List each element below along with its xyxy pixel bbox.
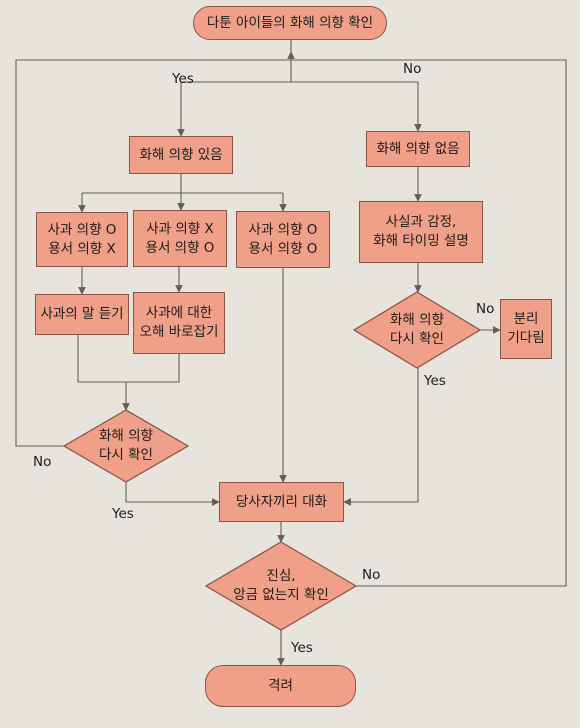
- sincere-no-loop: [291, 59, 567, 587]
- no-label-left: No: [33, 454, 52, 470]
- recheck-right-diamond: [352, 291, 482, 369]
- no-label-top: No: [403, 61, 422, 77]
- decision-shapes: [62, 291, 482, 631]
- split-to-will-no: [291, 81, 422, 132]
- yes-label-right: Yes: [424, 373, 446, 389]
- no-label-bottom: No: [362, 567, 381, 583]
- recheck-left-yes: [125, 482, 220, 506]
- check-sincere-decision: 진심, 앙금 없는지 확인: [233, 568, 329, 603]
- recheck-left-decision: 화해 의향 다시 확인: [99, 428, 153, 463]
- start-node: 다툰 아이들의 화해 의향 확인: [193, 6, 387, 40]
- recheck-right-decision: 화해 의향 다시 확인: [390, 312, 444, 347]
- split-to-will-yes: [177, 81, 291, 137]
- case-a-node: 사과 의향 O 용서 의향 X: [36, 212, 128, 267]
- encourage-node: 격려: [205, 665, 356, 707]
- yes-label-left: Yes: [112, 506, 134, 522]
- fix-down: [126, 354, 180, 383]
- case-c-node: 사과 의향 O 용서 의향 O: [236, 211, 330, 268]
- will-yes-node: 화해 의향 있음: [129, 136, 233, 174]
- fix-misunderstanding-node: 사과에 대한 오해 바로잡기: [133, 292, 225, 354]
- listen-down: [77, 335, 126, 383]
- yes-label-top: Yes: [172, 71, 194, 87]
- no-label-right: No: [476, 301, 495, 317]
- case-b-node: 사과 의향 X 용서 의향 O: [133, 210, 227, 267]
- connector-lines: [15, 40, 567, 666]
- recheck-left-no-loop: [15, 51, 295, 447]
- talk-together-node: 당사자끼리 대화: [219, 482, 344, 522]
- wait-apart-node: 분리 기다림: [500, 299, 552, 359]
- explain-facts-node: 사실과 감정, 화해 타이밍 설명: [359, 201, 483, 263]
- yes-label-bottom: Yes: [291, 640, 313, 656]
- recheck-right-yes: [343, 368, 419, 506]
- listen-apology-node: 사과의 말 듣기: [35, 294, 129, 335]
- will-no-node: 화해 의향 없음: [366, 131, 470, 167]
